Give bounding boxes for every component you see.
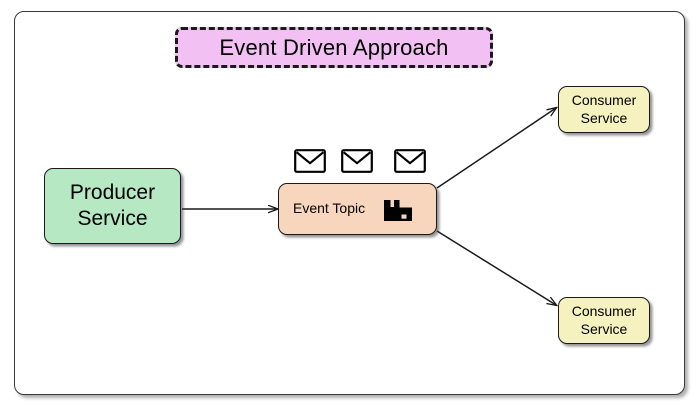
consumer-bottom-label-line2: Service [580,320,628,337]
diagram-title-banner: Event Driven Approach [175,27,493,68]
node-consumer-service-top[interactable]: Consumer Service [558,86,650,133]
consumer-top-label-line2: Service [580,109,628,126]
envelope-icon [394,149,426,173]
producer-service-label-line2: Service [77,207,148,230]
node-producer-service[interactable]: Producer Service [44,168,181,244]
event-topic-label: Event Topic [293,200,366,217]
envelope-icon [294,149,326,173]
producer-service-label-line1: Producer [69,181,156,205]
consumer-bottom-label-line1: Consumer [571,303,637,320]
factory-icon [384,200,413,221]
page-title: Event Driven Approach [219,34,449,60]
node-consumer-service-bottom[interactable]: Consumer Service [558,297,650,344]
consumer-top-label-line1: Consumer [571,92,637,109]
envelope-icon [341,149,373,173]
node-event-topic[interactable]: Event Topic [278,183,437,235]
